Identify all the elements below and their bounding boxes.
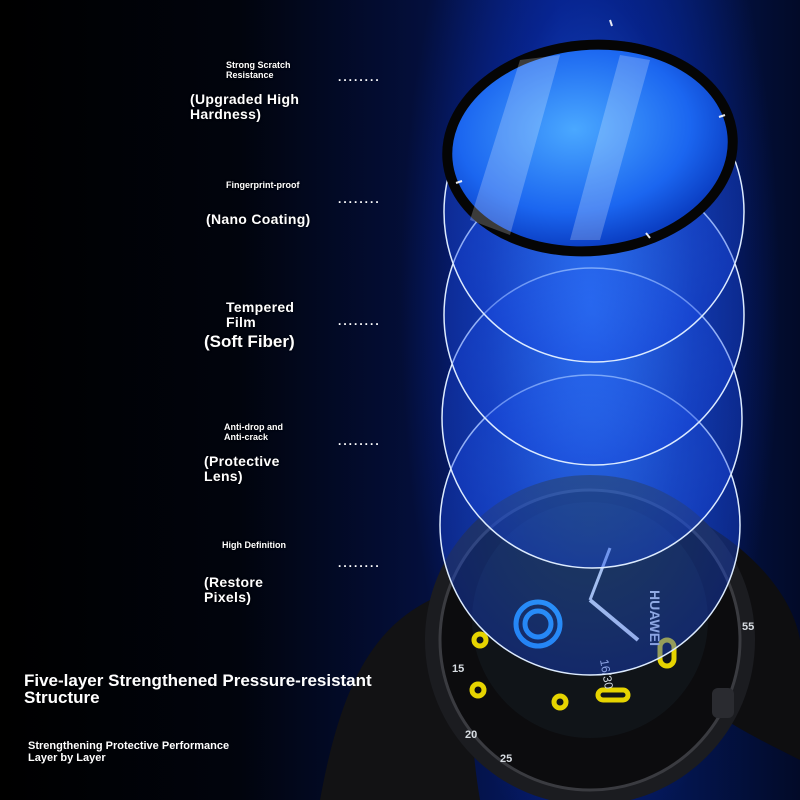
layer3-detail: (Soft Fiber): [204, 332, 295, 351]
layer3-title: Tempered Film: [226, 299, 295, 330]
layer4-leader: ........: [338, 434, 381, 448]
layer1-title: Strong Scratch Resistance: [226, 60, 291, 80]
bezel-number: 55: [742, 621, 754, 633]
bezel-number: 25: [500, 753, 512, 765]
bezel-number: 15: [452, 663, 464, 675]
layer3-leader: ........: [338, 314, 381, 328]
layer5-detail: (Restore Pixels): [204, 574, 264, 605]
top-protective-lens: [442, 19, 738, 257]
layer4-title: Anti-drop and Anti-crack: [224, 422, 283, 442]
layer1-leader: ........: [338, 70, 381, 84]
layer2-detail: (Nano Coating): [206, 211, 311, 227]
layer4-detail: (Protective Lens): [204, 453, 280, 484]
layer5-leader: ........: [338, 556, 381, 570]
watch-crown: [712, 688, 734, 718]
headline: Five-layer Strengthened Pressure-resista…: [24, 671, 372, 707]
layer1-detail: (Upgraded High Hardness): [190, 91, 300, 122]
layer2-leader: ........: [338, 192, 381, 206]
layer5-title: High Definition: [222, 540, 286, 550]
bezel-number: 20: [465, 729, 477, 741]
subheadline: Strengthening Protective Performance Lay…: [28, 740, 230, 764]
layer2-title: Fingerprint-proof: [226, 180, 300, 190]
